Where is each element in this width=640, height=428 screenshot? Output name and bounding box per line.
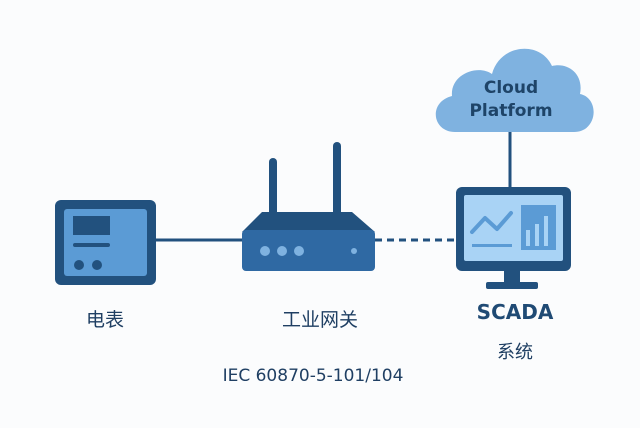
scada-label: SCADA [476,300,554,324]
meter-label: 电表 [85,309,125,331]
gateway-label: 工业网关 [281,309,359,331]
router-gateway-icon [242,142,375,271]
cloud-label-line2: Platform [469,101,552,121]
scada-sublabel: 系统 [497,342,533,363]
protocol-label: IEC 60870-5-101/104 [222,366,404,386]
monitor-dashboard-icon [456,187,571,289]
cloud-icon: Cloud Platform [435,48,594,132]
cloud-label-line1: Cloud [484,78,538,98]
electric-meter-icon [55,200,156,285]
